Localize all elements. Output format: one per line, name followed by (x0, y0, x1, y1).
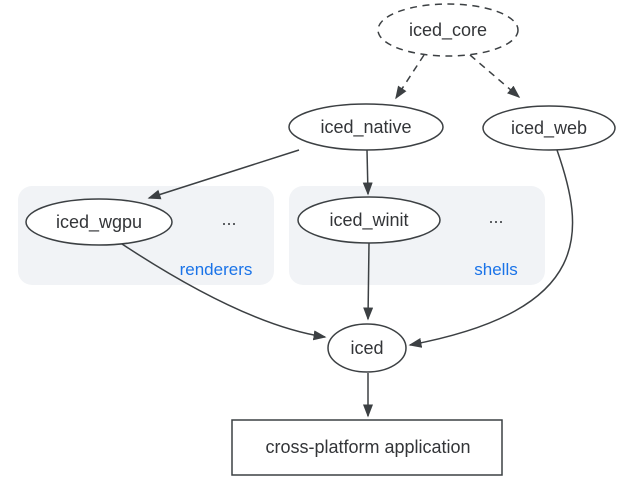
node-iced (327, 323, 407, 373)
edge-iced-web-to-iced (408, 149, 574, 348)
edge-iced-core-to-iced-web (469, 54, 521, 98)
edge-iced-wgpu-to-iced (121, 243, 327, 341)
node-app (231, 419, 503, 476)
shells-ellipsis: ... (488, 207, 503, 227)
node-iced-native-label: iced_native (320, 117, 411, 138)
renderers-group-label: renderers (180, 260, 253, 279)
node-iced-winit (297, 196, 441, 244)
node-iced-label: iced (350, 338, 383, 358)
renderers-ellipsis: ... (221, 209, 236, 229)
edge-iced-core-to-iced-native (395, 54, 425, 100)
node-iced-winit-label: iced_winit (329, 210, 408, 231)
node-iced-core (377, 3, 519, 57)
node-iced-native (288, 103, 444, 151)
node-iced-core-label: iced_core (409, 20, 487, 41)
node-app-label: cross-platform application (265, 437, 470, 457)
edge-iced-native-to-iced-winit (362, 149, 373, 196)
edge-iced-native-to-iced-wgpu (147, 149, 300, 200)
node-iced-web-label: iced_web (511, 118, 587, 139)
node-iced-wgpu (25, 198, 173, 246)
shells-group-label: shells (474, 260, 517, 279)
node-iced-web (482, 105, 616, 151)
node-iced-wgpu-label: iced_wgpu (56, 212, 142, 233)
edge-iced-winit-to-iced (363, 242, 374, 321)
